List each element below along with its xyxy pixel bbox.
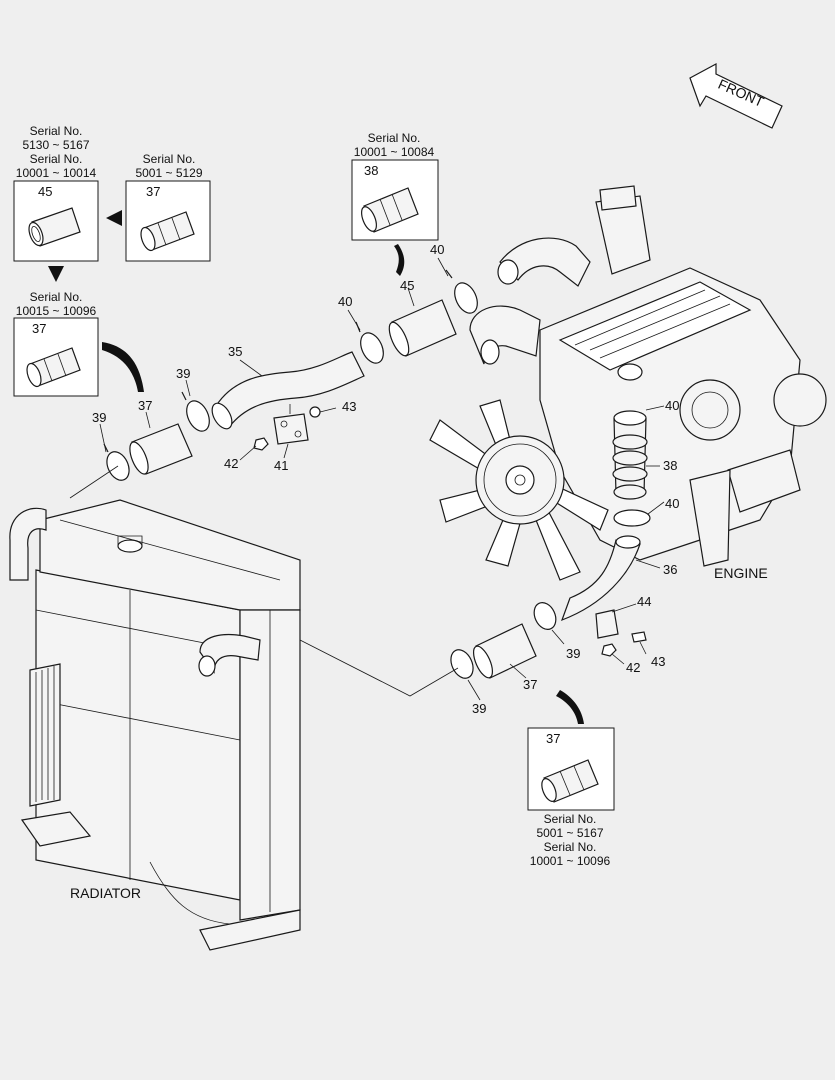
- serial-text: 10015 ~ 10096: [16, 304, 97, 318]
- bellows-hose-icon: [361, 187, 419, 233]
- radiator-illustration: RADIATOR: [9, 499, 301, 951]
- bolt-icon: [309, 406, 321, 418]
- inset-bottom-right: 37 Serial No. 5001 ~ 5167 Serial No. 100…: [527, 727, 615, 868]
- serial-text: Serial No.: [30, 290, 83, 304]
- callout-43: 43: [651, 654, 665, 669]
- callout-36: 36: [663, 562, 677, 577]
- callout-40: 40: [338, 294, 352, 309]
- inset-top-mid: Serial No. 5001 ~ 5129 37: [125, 152, 211, 262]
- callout-40: 40: [430, 242, 444, 257]
- serial-text: 10001 ~ 10096: [530, 854, 611, 868]
- inset-part-number: 37: [32, 321, 46, 336]
- serial-text: Serial No.: [143, 152, 196, 166]
- curved-pointer-icon: [394, 244, 405, 276]
- bolt-icon: [631, 631, 647, 643]
- callout-40: 40: [665, 398, 679, 413]
- stepped-hose-icon: [26, 347, 81, 388]
- bracket-part-44: [595, 609, 619, 639]
- hose-part-37: [129, 423, 193, 475]
- clamp-icon: [355, 321, 384, 364]
- inset-part-number: 37: [546, 731, 560, 746]
- callout-42: 42: [224, 456, 238, 471]
- nut-icon: [253, 437, 269, 451]
- callout-44: 44: [637, 594, 651, 609]
- callout-39: 39: [92, 410, 106, 425]
- clamp-icon: [613, 509, 651, 527]
- stepped-hose-icon: [140, 211, 195, 252]
- callout-42: 42: [626, 660, 640, 675]
- leader-lines: [99, 257, 665, 701]
- bellows-part-38: [612, 410, 648, 500]
- callout-37: 37: [138, 398, 152, 413]
- engine-illustration: ENGINE: [429, 185, 827, 581]
- inset-part-number: 45: [38, 184, 52, 199]
- serial-text: Serial No.: [30, 152, 83, 166]
- inset-top-center: Serial No. 10001 ~ 10084 38: [351, 131, 439, 241]
- hose-part-45: [388, 299, 457, 357]
- pipe-part-36: [560, 535, 641, 622]
- nut-icon: [601, 643, 617, 657]
- callout-35: 35: [228, 344, 242, 359]
- radiator-label: RADIATOR: [70, 885, 141, 901]
- serial-text: Serial No.: [544, 812, 597, 826]
- serial-text: Serial No.: [368, 131, 421, 145]
- pointer-down-icon: [48, 266, 64, 282]
- callout-39: 39: [566, 646, 580, 661]
- front-arrow: FRONT: [689, 62, 783, 129]
- callout-45: 45: [400, 278, 414, 293]
- callout-labels: 35 37 39 39 40 40 45 43 41 42 40 38 40 3…: [92, 242, 679, 716]
- callout-40: 40: [665, 496, 679, 511]
- pipe-part-35: [211, 351, 365, 430]
- callout-39: 39: [176, 366, 190, 381]
- callout-37: 37: [523, 677, 537, 692]
- pointer-left-icon: [106, 210, 122, 226]
- stepped-hose-icon: [541, 759, 599, 803]
- serial-text: Serial No.: [30, 124, 83, 138]
- inset-part-number: 37: [146, 184, 160, 199]
- callout-43: 43: [342, 399, 356, 414]
- clamp-icon: [103, 443, 130, 481]
- serial-text: 10001 ~ 10084: [354, 145, 435, 159]
- engine-label: ENGINE: [714, 565, 768, 581]
- clamp-icon: [450, 649, 474, 679]
- serial-text: 5001 ~ 5129: [135, 166, 202, 180]
- callout-38: 38: [663, 458, 677, 473]
- hose-part-37: [472, 623, 537, 679]
- clamp-icon: [181, 391, 210, 432]
- clamp-icon: [533, 602, 557, 630]
- inset-mid-left: Serial No. 10015 ~ 10096 37: [13, 290, 99, 397]
- serial-text: Serial No.: [544, 840, 597, 854]
- callout-39: 39: [472, 701, 486, 716]
- curved-pointer-icon: [102, 342, 144, 392]
- hose-icon: [28, 207, 81, 247]
- serial-text: 5130 ~ 5167: [22, 138, 89, 152]
- inset-top-left: Serial No. 5130 ~ 5167 Serial No. 10001 …: [13, 124, 99, 262]
- serial-text: 10001 ~ 10014: [16, 166, 97, 180]
- curved-pointer-icon: [556, 690, 584, 724]
- clamp-icon: [445, 269, 478, 314]
- serial-text: 5001 ~ 5167: [536, 826, 603, 840]
- callout-41: 41: [274, 458, 288, 473]
- fan-icon: [429, 399, 609, 581]
- bracket-part-41: [273, 404, 309, 445]
- inset-part-number: 38: [364, 163, 378, 178]
